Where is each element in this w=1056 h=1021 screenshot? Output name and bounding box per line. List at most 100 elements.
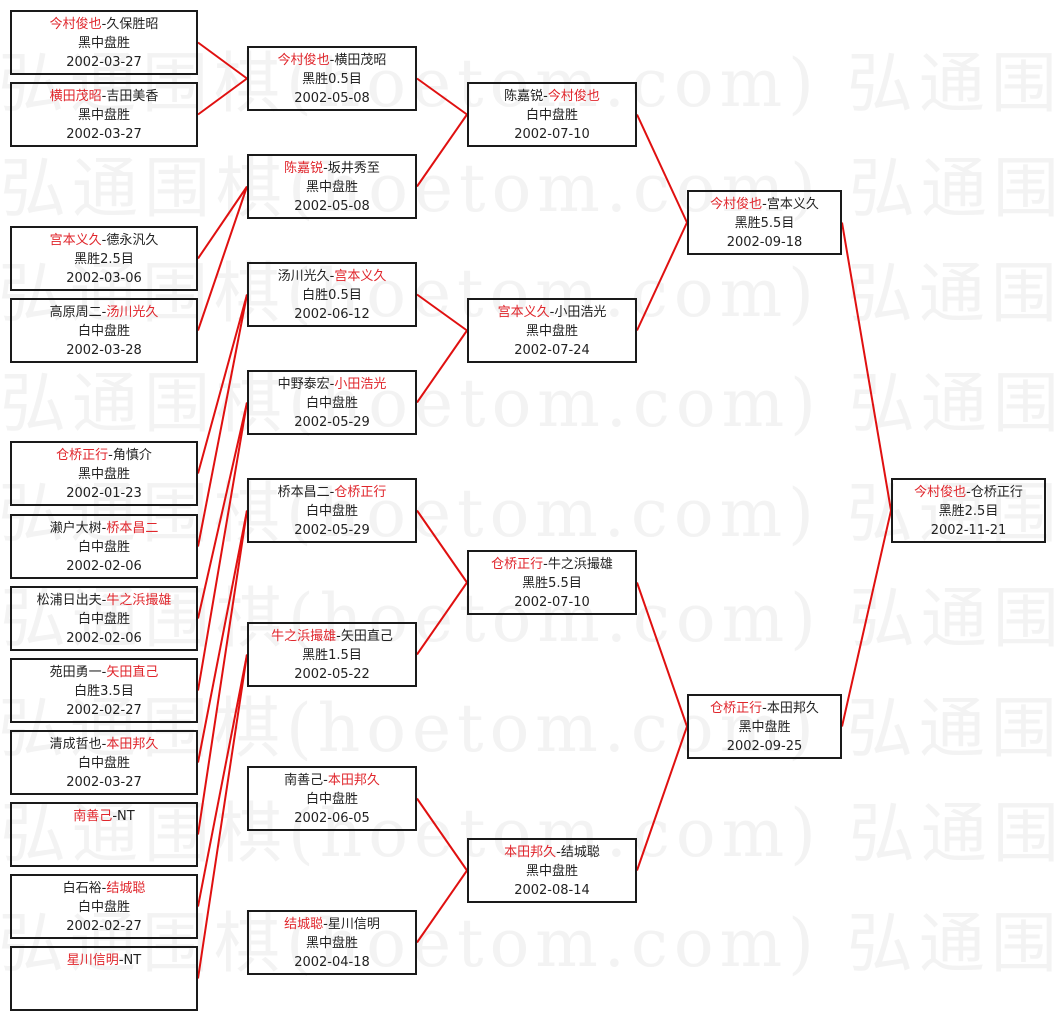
separator: - [329,269,335,284]
bracket-connector-line [416,797,468,872]
bracket-connector-line [197,185,248,260]
winner-name: 宫本义久 [334,269,387,284]
player-name: 桥本昌二 [277,485,330,500]
winner-name: 仓桥正行 [334,485,387,500]
player-name: 松浦日出夫 [36,593,102,608]
match-result: 黑中盘胜 [305,936,358,951]
winner-name: 今村俊也 [277,53,330,68]
player-name: 结城聪 [560,845,600,860]
match-result: 黑中盘胜 [77,467,130,482]
winner-name: 汤川光久 [106,305,159,320]
match-result: 黑中盘胜 [525,864,578,879]
winner-name: 矢田直己 [106,665,159,680]
match-date: 2002-03-27 [66,127,142,142]
bracket-connector-line [416,329,468,404]
match-date: 2002-06-05 [294,811,370,826]
match-result: 白中盘胜 [305,792,358,807]
bracket-connector-line [416,113,468,188]
match-players: 今村俊也-久保胜昭 [12,15,196,34]
match-players: 结城聪-星川信明 [249,915,415,934]
match-players: 高原周二-汤川光久 [12,303,196,322]
match-box-round-1: 高原周二-汤川光久白中盘胜 2002-03-28 [10,298,198,363]
match-date: 2002-05-29 [294,415,370,430]
match-date: 2002-02-27 [66,703,142,718]
match-players: 仓桥正行-牛之浜撮雄 [469,555,635,574]
player-name: 中野泰宏 [277,377,330,392]
separator: - [556,845,561,860]
match-date: 2002-08-14 [514,883,590,898]
match-result: 黑中盘胜 [305,180,358,195]
match-date: 2002-03-27 [66,775,142,790]
separator: - [101,89,107,104]
separator: - [336,629,341,644]
bracket-connector-line [636,222,688,331]
bracket-connector-line [636,114,688,223]
match-date: 2002-06-12 [294,307,370,322]
match-box-round-1: 星川信明-NT [10,946,198,1011]
match-players: 星川信明-NT [12,951,196,970]
winner-name: 宫本义久 [49,233,102,248]
player-name: 德永汎久 [106,233,159,248]
separator: - [329,485,335,500]
match-result: 黑胜2.5目 [938,504,999,519]
match-players: 陈嘉锐-今村俊也 [469,87,635,106]
match-date: 2002-03-28 [66,343,142,358]
winner-name: 仓桥正行 [491,557,544,572]
match-result: 黑中盘胜 [77,36,130,51]
match-date: 2002-05-08 [294,91,370,106]
match-date: 2002-05-08 [294,199,370,214]
player-name: NT [123,953,142,968]
separator: - [323,773,328,788]
player-name: 横田茂昭 [334,53,387,68]
match-players: 桥本昌二-仓桥正行 [249,483,415,502]
match-players: 今村俊也-宫本义久 [689,195,840,214]
winner-name: 今村俊也 [49,17,102,32]
separator: - [323,161,328,176]
player-name: 濑户大树 [49,521,102,536]
winner-name: 星川信明 [66,953,119,968]
match-result: 黑中盘胜 [738,720,791,735]
match-result: 白中盘胜 [305,396,358,411]
match-date: 2002-09-18 [726,235,803,250]
match-result: 黑胜0.5目 [302,72,362,87]
separator: - [101,17,107,32]
match-date: 2002-03-06 [66,271,142,286]
match-result: 白中盘胜 [77,324,130,339]
match-players: 濑户大树-桥本昌二 [12,519,196,538]
bracket-connector-line [197,77,248,116]
player-name: 牛之浜撮雄 [547,557,613,572]
separator: - [108,448,113,463]
winner-name: 本田邦久 [327,773,380,788]
bracket-connector-line [197,294,248,547]
winner-name: 结城聪 [106,881,146,896]
winner-name: 宫本义久 [497,305,550,320]
bracket-connector-line [197,186,248,331]
match-players: 陈嘉锐-坂井秀至 [249,159,415,178]
separator: - [543,557,548,572]
match-date: 2002-03-27 [66,55,142,70]
winner-name: 结城聪 [284,917,324,932]
bracket-connector-line [197,294,248,474]
bracket-connector-line [416,509,468,584]
separator: - [101,593,107,608]
match-date: 2002-02-27 [66,919,142,934]
separator: - [762,197,767,212]
player-name: 清成哲也 [49,737,102,752]
player-name: 汤川光久 [277,269,330,284]
separator: - [101,665,107,680]
match-result: 白胜3.5目 [74,684,134,699]
match-box-round-2: 陈嘉锐-坂井秀至黑中盘胜 2002-05-08 [247,154,417,219]
winner-name: 今村俊也 [547,89,600,104]
winner-name: 小田浩光 [334,377,387,392]
bracket-connector-line [197,41,248,80]
match-result: 白中盘胜 [77,612,130,627]
match-date: 2002-09-25 [726,739,803,754]
